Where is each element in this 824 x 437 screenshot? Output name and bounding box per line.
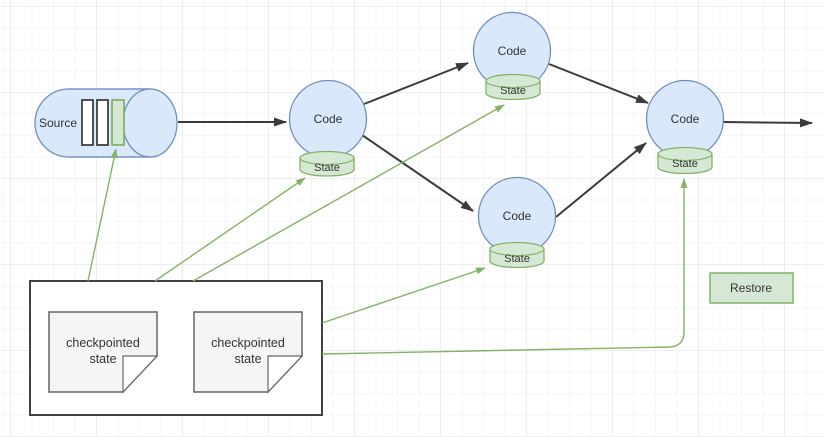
state-label: State [672,158,698,170]
checkpoint-document-1: checkpointed state [48,311,159,394]
checkpoint-barrier [111,99,125,146]
restore-button[interactable]: Restore [709,272,794,304]
restore-edge-to-bottom-state [321,267,486,324]
state-label: State [504,253,530,265]
restore-edges [87,104,688,355]
source-cylinder-end [122,88,178,158]
state-label: State [314,162,340,174]
code-label: Code [498,44,527,58]
code-label: Code [671,112,700,126]
checkpoint-storage-box: checkpointed state checkpointed state [29,280,323,416]
edge-middle-to-bottom [361,134,474,212]
source-node: Source [34,88,178,158]
restore-button-shape[interactable] [709,272,794,304]
restore-button-label: Restore [730,281,772,295]
edge-top-to-sink [548,63,649,104]
code-label: Code [503,209,532,223]
restore-edge-to-sink-state [321,178,688,355]
state-cylinder: State [485,73,541,101]
edge-bottom-to-sink [555,142,647,218]
document-label-line2: state [89,352,116,366]
edge-middle-to-top [363,62,469,105]
document-label-line1: checkpointed [211,336,285,350]
operator-node-middle: Code State [288,79,368,177]
restore-edge-to-middle-state [154,177,306,282]
state-cylinder: State [299,150,355,177]
queue-slot-1 [81,99,94,146]
source-body-edges [69,88,150,158]
operator-node-sink: Code State [645,79,725,175]
state-cylinder: State [657,146,713,175]
source-label: Source [39,116,77,130]
restore-edge-to-source-barrier [87,148,118,282]
document-label-line2: state [234,352,261,366]
dataflow-edges [178,62,813,218]
operator-node-bottom: Code State [477,176,557,269]
state-cylinder: State [489,241,545,269]
edge-sink-output [722,118,813,128]
checkpoint-document-2: checkpointed state [193,311,304,394]
operator-node-top: Code State [472,11,552,101]
queue-slot-2 [96,99,109,146]
restore-edge-to-top-state [192,104,505,282]
state-label: State [500,85,526,97]
code-label: Code [314,112,343,126]
document-fold-corner [267,355,304,394]
document-label-line1: checkpointed [66,336,140,350]
document-fold-corner [122,355,159,394]
